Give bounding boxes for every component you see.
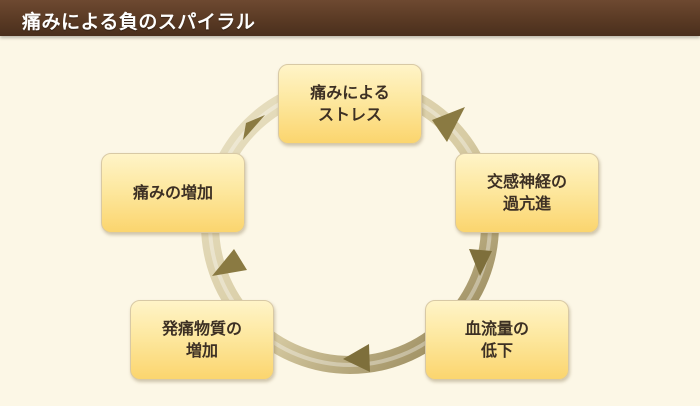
cycle-arrow <box>243 115 265 140</box>
cycle-arrow <box>469 249 492 276</box>
node-label: 血流量の 低下 <box>464 319 529 360</box>
node-pain-increase: 痛みの増加 <box>101 153 245 233</box>
node-label: 発痛物質の 増加 <box>161 319 242 360</box>
node-sympathetic-hyperactivity: 交感神経の 過亢進 <box>455 153 599 233</box>
cycle-arrow <box>212 249 247 276</box>
node-pain-substances-increase: 発痛物質の 増加 <box>130 300 274 380</box>
node-label: 痛みの増加 <box>132 183 213 202</box>
cycle-arrow <box>432 107 465 142</box>
node-reduced-blood-flow: 血流量の 低下 <box>425 300 569 380</box>
cycle-arrow <box>343 344 370 372</box>
node-label: 交感神経の 過亢進 <box>486 172 567 213</box>
page-title: 痛みによる負のスパイラル <box>22 11 256 33</box>
node-label: 痛みによる ストレス <box>310 83 390 124</box>
node-pain-stress: 痛みによる ストレス <box>278 64 422 144</box>
header-bar: 痛みによる負のスパイラル <box>0 0 700 36</box>
